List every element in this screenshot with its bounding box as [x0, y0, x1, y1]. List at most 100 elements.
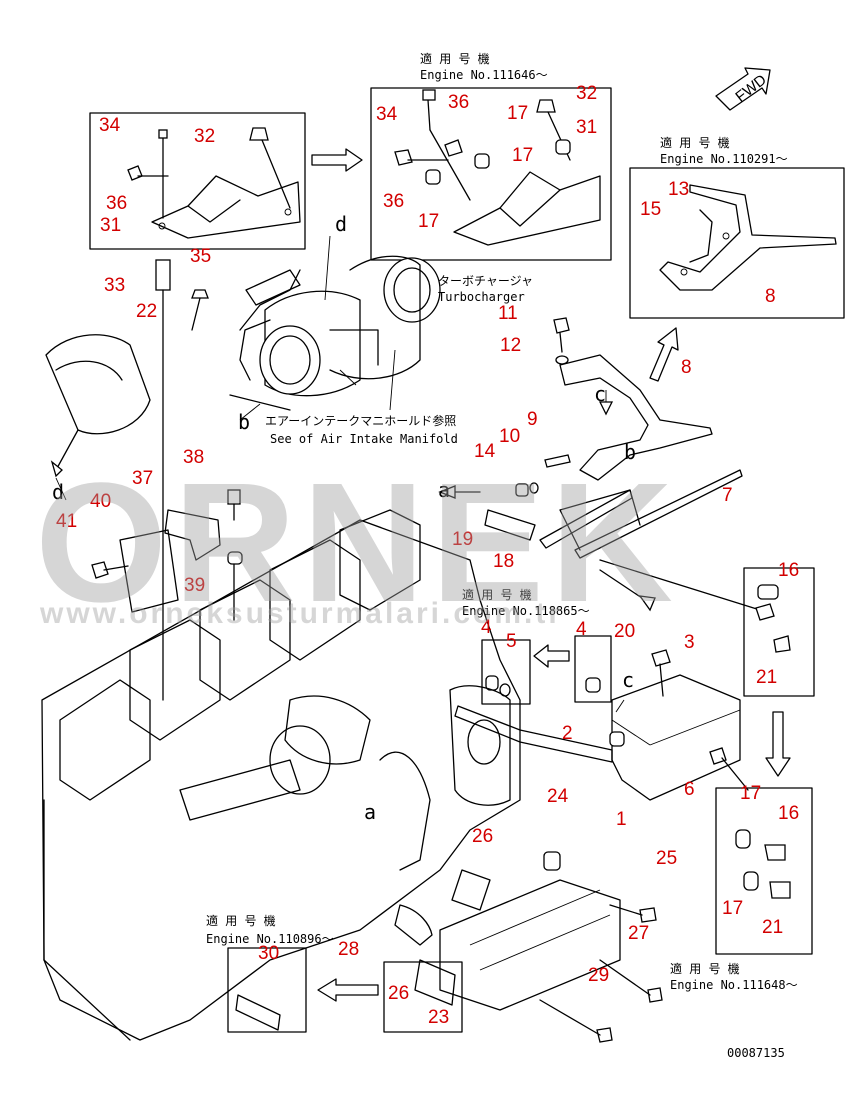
detail-box-top-center: [370, 87, 612, 261]
callout-8: 8: [681, 357, 692, 378]
callout-30: 30: [258, 943, 280, 964]
callout-38: 38: [183, 447, 205, 468]
callout-36: 36: [106, 193, 128, 214]
ref-d-top: d: [335, 212, 348, 236]
callout-37: 37: [132, 468, 154, 489]
callout-31: 31: [576, 117, 598, 138]
callout-17: 17: [418, 211, 440, 232]
callout-40: 40: [90, 491, 112, 512]
detail-box-bottom-left: [227, 947, 307, 1033]
detail-box-right-upper: [743, 567, 815, 697]
drawing-number: 00087135: [727, 1046, 785, 1060]
note-turbo-jp: ターボチャージャ: [438, 274, 534, 288]
callout-22: 22: [136, 301, 158, 322]
note-intake-en: See of Air Intake Manifold: [270, 432, 458, 446]
callout-17: 17: [507, 103, 529, 124]
callout-32: 32: [576, 83, 598, 104]
callout-17: 17: [722, 898, 744, 919]
callout-35: 35: [190, 246, 212, 267]
callout-16: 16: [778, 560, 800, 581]
support-plate: [611, 674, 741, 801]
callout-21: 21: [762, 917, 784, 938]
note-intake-jp: エアーインテークマニホールド参照: [265, 414, 457, 428]
callout-6: 6: [684, 779, 695, 800]
note-right-engine: Engine No.110291〜: [660, 152, 788, 166]
note-bottom-engine: Engine No.111648〜: [670, 978, 798, 992]
callout-31: 31: [100, 215, 122, 236]
callout-39: 39: [184, 575, 206, 596]
note-right-applicable: 適 用 号 機: [660, 136, 730, 150]
detail-box-mid-right: [574, 635, 612, 703]
note-left-engine: Engine No.110896〜: [206, 932, 334, 946]
bracket-8: [559, 354, 713, 481]
heat-shield: [45, 334, 151, 435]
detail-box-mid-left: [481, 639, 531, 705]
note-turbo-en: Turbocharger: [438, 290, 525, 304]
callout-34: 34: [99, 115, 121, 136]
callout-15: 15: [640, 199, 662, 220]
callout-10: 10: [499, 426, 521, 447]
arrow-left-mid: [533, 644, 570, 668]
callout-41: 41: [56, 511, 78, 532]
ref-a-mid: a: [364, 800, 377, 824]
callout-24: 24: [547, 786, 569, 807]
callout-34: 34: [376, 104, 398, 125]
watermark-brand: ORNEK: [35, 448, 679, 638]
note-top-applicable: 適 用 号 機: [420, 52, 490, 66]
ref-c-mid: c: [622, 668, 635, 692]
callout-11: 11: [498, 303, 518, 324]
note-bottom-applicable: 適 用 号 機: [670, 962, 740, 976]
callout-2: 2: [562, 723, 573, 744]
arrow-up-right: [649, 327, 679, 382]
ref-d-left: d: [52, 480, 65, 504]
ref-b-left: b: [238, 410, 251, 434]
callout-23: 23: [428, 1007, 450, 1028]
detail-box-top-right: [629, 167, 845, 319]
callout-26: 26: [472, 826, 494, 847]
note-top-engine: Engine No.111646〜: [420, 68, 548, 82]
callout-12: 12: [500, 335, 522, 356]
ref-a-left: a: [438, 478, 451, 502]
note-mid-applicable: 適 用 号 機: [462, 588, 532, 602]
turbocharger: [229, 255, 441, 411]
detail-box-bottom-center: [383, 961, 463, 1033]
callout-33: 33: [104, 275, 126, 296]
detail-box-top-left: [89, 112, 306, 250]
callout-19: 19: [452, 529, 474, 550]
ref-b-right: b: [624, 440, 637, 464]
callout-8: 8: [765, 286, 776, 307]
callout-29: 29: [588, 965, 610, 986]
note-mid-engine: Engine No.118865〜: [462, 604, 590, 618]
arrow-down-right: [765, 711, 791, 777]
ref-c-top: c: [594, 382, 607, 406]
callout-13: 13: [668, 179, 690, 200]
callout-36: 36: [448, 92, 470, 113]
callout-32: 32: [194, 126, 216, 147]
callout-16: 16: [778, 803, 800, 824]
callout-4: 4: [576, 619, 587, 640]
callout-17: 17: [740, 783, 762, 804]
callout-9: 9: [527, 409, 538, 430]
engine-block: [41, 509, 521, 1041]
callout-27: 27: [628, 923, 650, 944]
callout-21: 21: [756, 667, 778, 688]
callout-25: 25: [656, 848, 678, 869]
callout-18: 18: [493, 551, 515, 572]
bracket-7: [574, 469, 743, 559]
callout-36: 36: [383, 191, 405, 212]
arrow-right-top: [311, 148, 363, 172]
callout-26: 26: [388, 983, 410, 1004]
callout-4: 4: [481, 617, 492, 638]
callout-7: 7: [722, 485, 733, 506]
callout-14: 14: [474, 441, 496, 462]
callout-1: 1: [616, 809, 627, 830]
support-plate-lower: [439, 879, 621, 1011]
note-left-applicable: 適 用 号 機: [206, 914, 276, 928]
callout-28: 28: [338, 939, 360, 960]
detail-box-right-lower: [715, 787, 813, 955]
callout-5: 5: [506, 631, 517, 652]
callout-17: 17: [512, 145, 534, 166]
callout-3: 3: [684, 632, 695, 653]
